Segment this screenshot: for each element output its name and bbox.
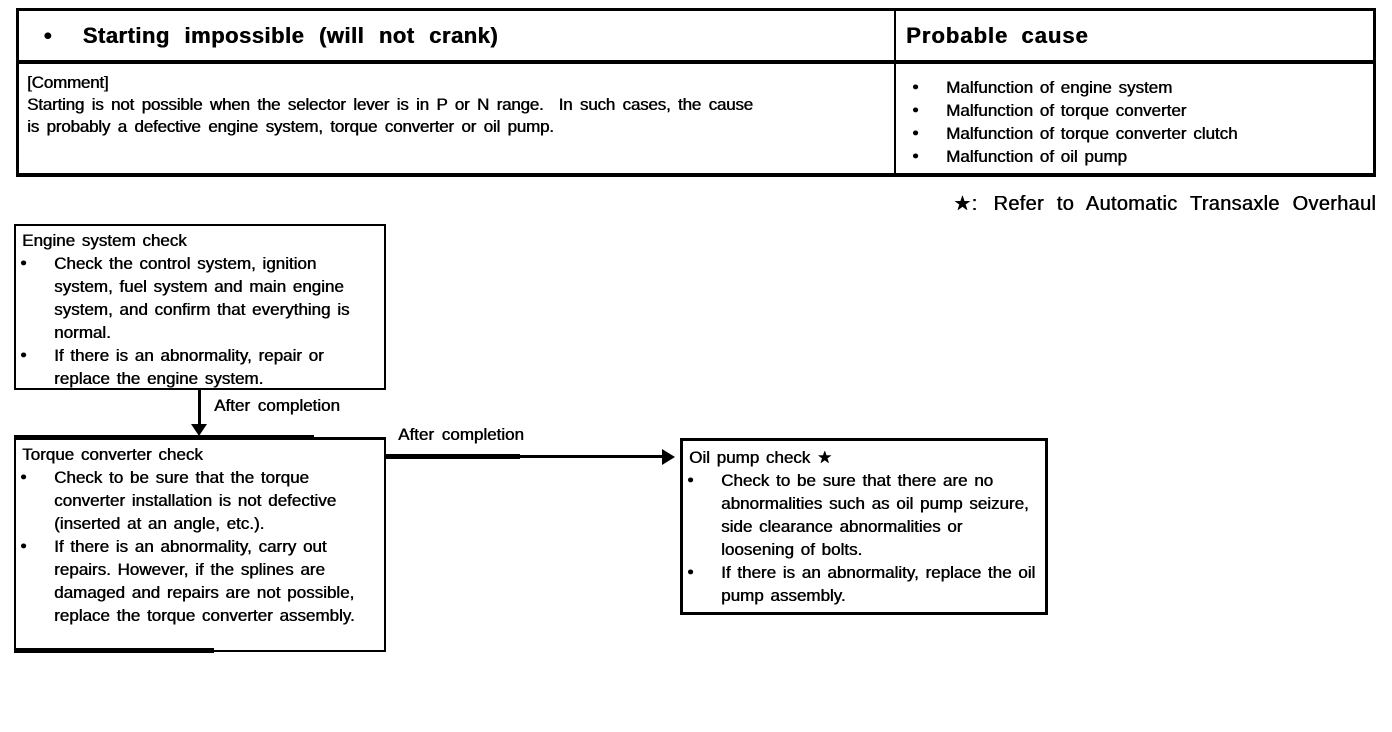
bullet-icon: ● [43, 27, 53, 44]
comment-cell: [Comment] Starting is not possible when … [19, 64, 896, 173]
bullet-icon: ● [20, 349, 27, 361]
symptom-table: ● Starting impossible (will not crank) P… [16, 8, 1376, 177]
causes-cell: ● Malfunction of engine system ● Malfunc… [896, 64, 1373, 173]
box-bullet-item: ● Check the control system, ignition sys… [16, 252, 384, 344]
bullet-icon: ● [20, 471, 27, 483]
bullet-text: Check to be sure that the torque convert… [54, 468, 337, 533]
cause-text: Malfunction of oil pump [946, 147, 1127, 166]
cause-text: Malfunction of torque converter [946, 101, 1187, 120]
symptom-header-cell: ● Starting impossible (will not crank) [19, 11, 896, 60]
bullet-text: If there is an abnormality, replace the … [721, 563, 1036, 605]
bullet-text: Check to be sure that there are no abnor… [721, 471, 1029, 559]
bullet-icon: ● [912, 104, 919, 116]
after-completion-label: After completion [214, 396, 340, 415]
footnote: ★: Refer to Automatic Transaxle Overhaul [953, 191, 1376, 216]
cause-text: Malfunction of engine system [946, 78, 1173, 97]
table-header-row: ● Starting impossible (will not crank) P… [19, 11, 1373, 64]
cause-item: ● Malfunction of oil pump [908, 145, 1369, 168]
bullet-icon: ● [20, 257, 27, 269]
bullet-icon: ● [687, 566, 694, 578]
arrow-right-icon [662, 449, 675, 465]
torque-converter-check-box: Torque converter check ● Check to be sur… [14, 437, 386, 652]
bullet-text: If there is an abnormality, carry out re… [54, 537, 355, 625]
box-bullet-item: ● Check to be sure that there are no abn… [683, 469, 1045, 561]
star-marker-icon: ★: [953, 193, 978, 215]
cause-item: ● Malfunction of torque converter clutch [908, 122, 1369, 145]
bullet-icon: ● [912, 127, 919, 139]
comment-line-2: is probably a defective engine system, t… [27, 117, 554, 136]
arrow-down-icon [191, 424, 207, 436]
bullet-icon: ● [912, 81, 919, 93]
box-bullet-item: ● If there is an abnormality, repair or … [16, 344, 384, 390]
probable-cause-title: Probable cause [906, 22, 1089, 48]
cause-text: Malfunction of torque converter clutch [946, 124, 1238, 143]
probable-cause-header-cell: Probable cause [896, 11, 1373, 60]
flow-connector-right-thick [386, 454, 520, 459]
box-bullet-item: ● If there is an abnormality, replace th… [683, 561, 1045, 607]
cause-item: ● Malfunction of torque converter [908, 99, 1369, 122]
bullet-text: Check the control system, ignition syste… [54, 254, 350, 342]
box-bullet-item: ● If there is an abnormality, carry out … [16, 535, 384, 627]
oil-pump-check-box: Oil pump check ★ ● Check to be sure that… [680, 438, 1048, 615]
after-completion-label: After completion [398, 425, 524, 444]
scan-stroke [14, 648, 214, 653]
bullet-text: If there is an abnormality, repair or re… [54, 346, 324, 388]
cause-item: ● Malfunction of engine system [908, 76, 1369, 99]
flow-connector-down [198, 390, 201, 426]
table-body-row: [Comment] Starting is not possible when … [19, 64, 1373, 173]
scan-stroke [14, 435, 314, 440]
comment-line-1: Starting is not possible when the select… [27, 95, 753, 114]
box-title: Torque converter check [22, 445, 203, 464]
box-title: Engine system check [22, 231, 187, 250]
box-bullet-item: ● Check to be sure that the torque conve… [16, 466, 384, 535]
footnote-text: Refer to Automatic Transaxle Overhaul [993, 193, 1376, 215]
flow-connector-right [386, 455, 664, 458]
comment-label: [Comment] [27, 73, 109, 92]
bullet-icon: ● [687, 474, 694, 486]
engine-system-check-box: Engine system check ● Check the control … [14, 224, 386, 390]
bullet-icon: ● [20, 540, 27, 552]
symptom-title: Starting impossible (will not crank) [82, 22, 499, 48]
box-title: Oil pump check ★ [689, 448, 833, 467]
bullet-icon: ● [912, 150, 919, 162]
